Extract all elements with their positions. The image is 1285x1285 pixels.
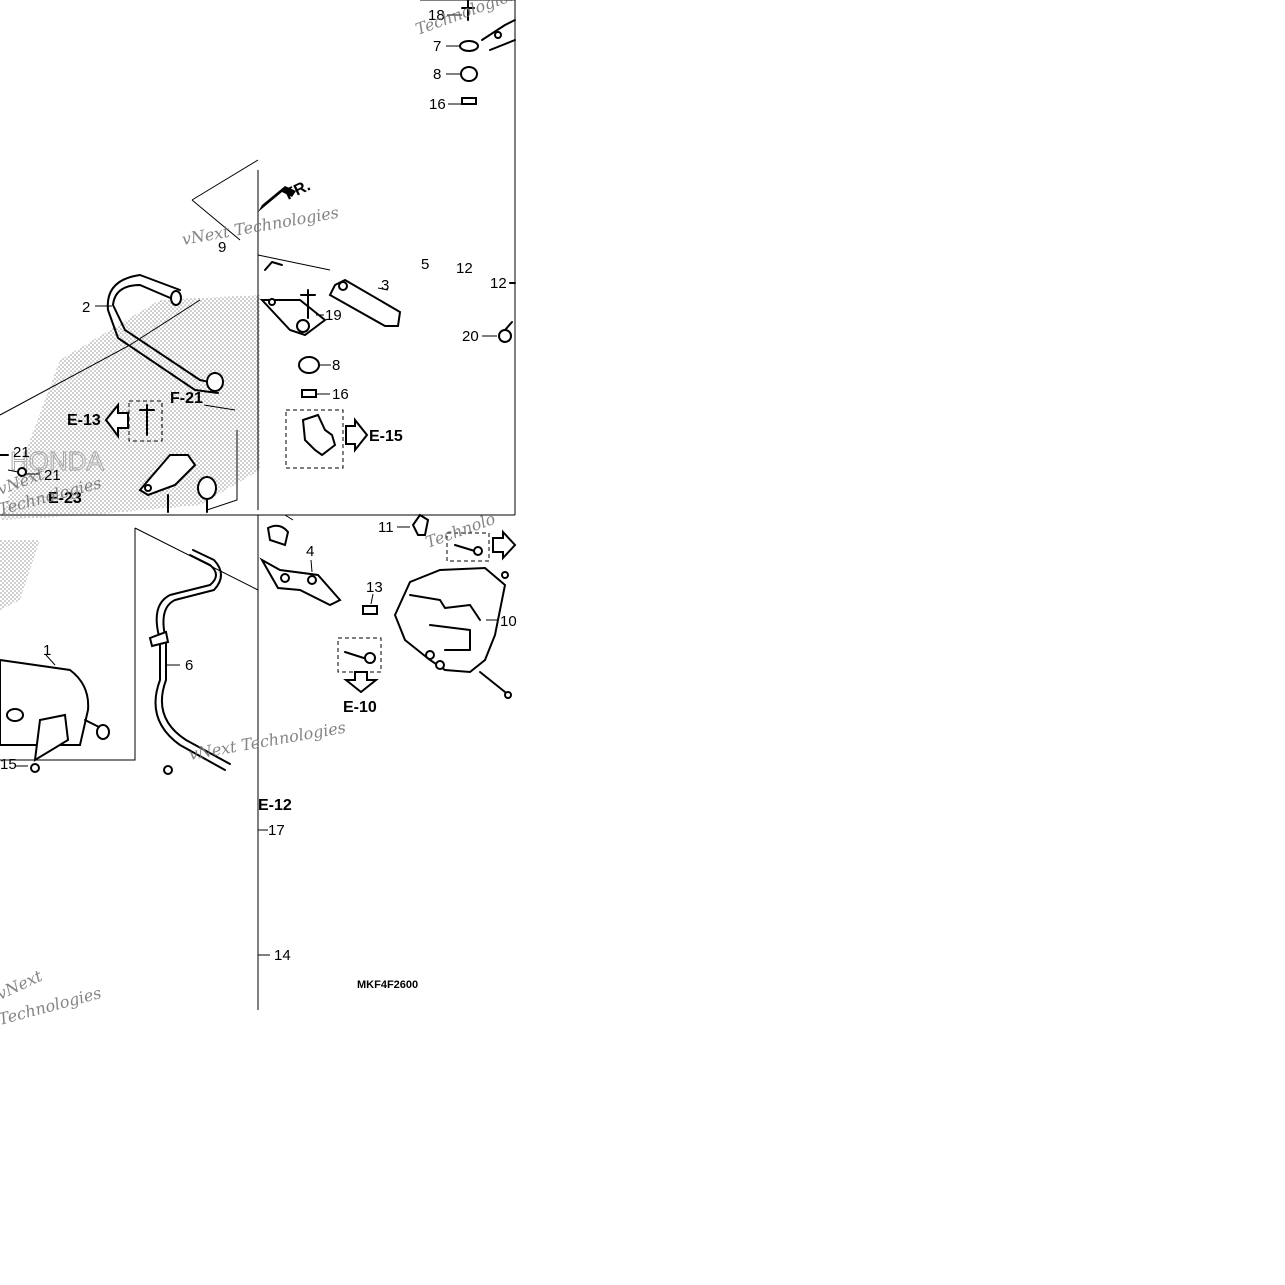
clip-11 [411,513,517,562]
part-label-7: 7 [433,38,441,55]
part-label-20: 20 [462,328,479,345]
part-label-9: 9 [218,239,226,256]
bracket-left [104,400,217,513]
part-label-14: 14 [274,947,291,964]
leader-lines [7,14,498,956]
part-label-2: 2 [82,299,90,316]
part-labels: 18 7 8 16 9 5 12 12 3 2 19 20 8 16 21 21… [0,7,517,964]
part-label-19: 19 [325,307,342,324]
part-label-12a: 12 [456,260,473,277]
front-direction-arrow: FR. [258,177,313,212]
ref-e12: E-12 [258,797,292,814]
tube-6 [148,549,231,775]
part-label-8b: 8 [332,357,340,374]
part-label-3: 3 [381,277,389,294]
ref-f21: F-21 [170,390,203,407]
screws-21 [0,454,27,477]
part-label-16b: 16 [332,386,349,403]
part-label-10: 10 [500,613,517,630]
cover-10 [393,566,512,699]
part-label-5: 5 [421,256,429,273]
bracket-3 [259,261,402,337]
part-label-15: 15 [0,756,17,773]
bracket-4 [259,514,342,607]
grommet-collar-center [298,356,320,398]
reference-labels: E-13 F-21 E-15 E-23 E-10 E-12 [48,390,403,814]
ref-e23: E-23 [48,490,82,507]
part-label-21a: 21 [13,444,30,461]
part-label-1: 1 [43,642,51,659]
part-label-12b: 12 [490,275,507,292]
ref-e15: E-15 [369,428,403,445]
fastener-right [498,282,516,343]
part-label-17: 17 [268,822,285,839]
part-label-4: 4 [306,543,314,560]
watermark-2: Technologies [413,0,519,39]
canister-1 [0,658,110,773]
part-label-13: 13 [366,579,383,596]
collar-13 [362,605,378,615]
part-label-18: 18 [428,7,445,24]
sensor-e15 [285,409,369,469]
watermark-5: vNext Technologies [187,718,347,764]
ref-e10: E-10 [343,699,377,716]
part-label-16a: 16 [429,96,446,113]
honda-logo-watermark: HONDA [0,295,260,610]
frame-lines [0,0,516,1010]
diagram-code: MKF4F2600 [357,979,418,991]
part-label-21b: 21 [44,467,61,484]
bolt-e10 [337,637,382,694]
part-label-6: 6 [185,657,193,674]
ref-e13: E-13 [67,412,101,429]
front-direction-label: FR. [283,177,314,203]
watermark-7: vNext [0,966,46,1004]
part-label-11: 11 [378,519,394,536]
hose-2 [106,274,224,394]
part-label-8a: 8 [433,66,441,83]
